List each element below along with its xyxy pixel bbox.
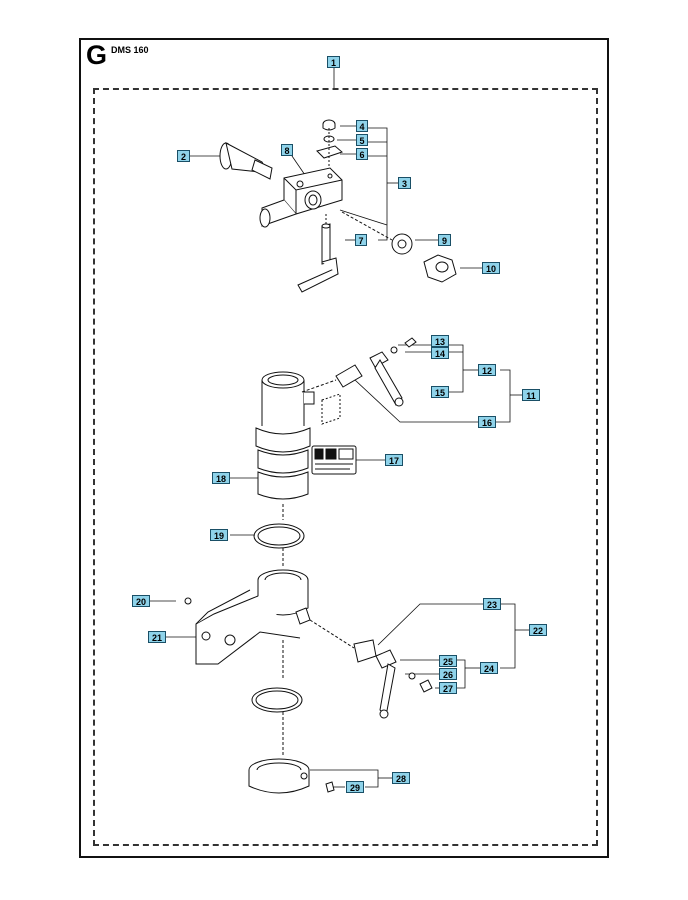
model-name: DMS 160	[111, 45, 149, 55]
callout-25: 25	[439, 655, 457, 667]
callout-20: 20	[132, 595, 150, 607]
callout-11: 11	[522, 389, 540, 401]
callout-22: 22	[529, 624, 547, 636]
callout-2: 2	[177, 150, 190, 162]
lever-handle-assembly-top	[301, 337, 417, 407]
callout-13: 13	[431, 335, 449, 347]
callout-15: 15	[431, 386, 449, 398]
callout-26: 26	[439, 668, 457, 680]
callout-24: 24	[480, 662, 498, 674]
callout-23: 23	[483, 598, 501, 610]
callout-9: 9	[438, 234, 451, 246]
callout-5: 5	[356, 134, 368, 146]
section-letter: G	[86, 40, 108, 70]
mounting-bracket	[184, 569, 311, 680]
callout-6: 6	[356, 148, 368, 160]
callout-8: 8	[281, 144, 293, 156]
o-ring-upper	[253, 523, 305, 568]
callout-27: 27	[439, 682, 457, 694]
assembly-boundary	[93, 88, 598, 846]
diagram-frame	[79, 38, 609, 858]
callout-3: 3	[398, 177, 411, 189]
lever-handle-assembly-bottom	[309, 619, 433, 719]
callout-4: 4	[356, 120, 368, 132]
callout-1: 1	[327, 56, 340, 68]
callout-14: 14	[431, 347, 449, 359]
callout-29: 29	[346, 781, 364, 793]
callout-17: 17	[385, 454, 403, 466]
callout-16: 16	[478, 416, 496, 428]
callout-19: 19	[210, 529, 228, 541]
warning-label-sticker	[311, 445, 357, 475]
leader-lines	[148, 66, 529, 788]
o-ring-lower	[251, 687, 303, 755]
column-tube	[255, 371, 341, 520]
callout-12: 12	[478, 364, 496, 376]
callout-7: 7	[355, 234, 367, 246]
callout-28: 28	[392, 772, 410, 784]
clamp-block-assembly	[219, 119, 457, 293]
callout-18: 18	[212, 472, 230, 484]
stop-collar	[248, 758, 335, 794]
callout-21: 21	[148, 631, 166, 643]
callout-10: 10	[482, 262, 500, 274]
